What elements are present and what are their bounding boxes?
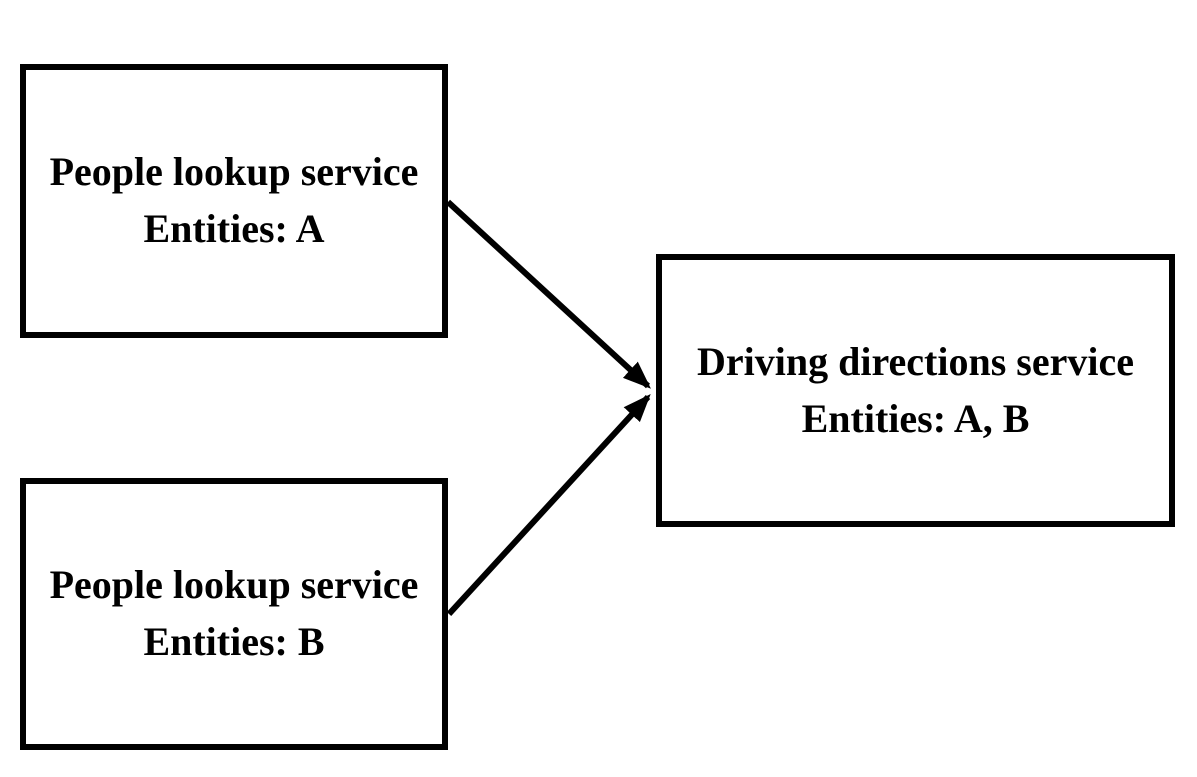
node-driving-directions: Driving directions service Entities: A, …	[656, 254, 1175, 527]
node-title: Driving directions service	[697, 338, 1134, 384]
node-people-lookup-a: People lookup service Entities: A	[20, 64, 448, 338]
node-people-lookup-b: People lookup service Entities: B	[20, 478, 448, 750]
node-subtitle: Entities: A	[143, 206, 325, 251]
arrow-people-b-to-driving	[446, 394, 651, 617]
node-title: People lookup service	[49, 149, 419, 195]
arrow-people-a-to-driving	[445, 199, 651, 389]
node-subtitle: Entities: A, B	[801, 395, 1030, 441]
node-subtitle: Entities: B	[143, 619, 325, 664]
node-title: People lookup service	[49, 562, 419, 608]
